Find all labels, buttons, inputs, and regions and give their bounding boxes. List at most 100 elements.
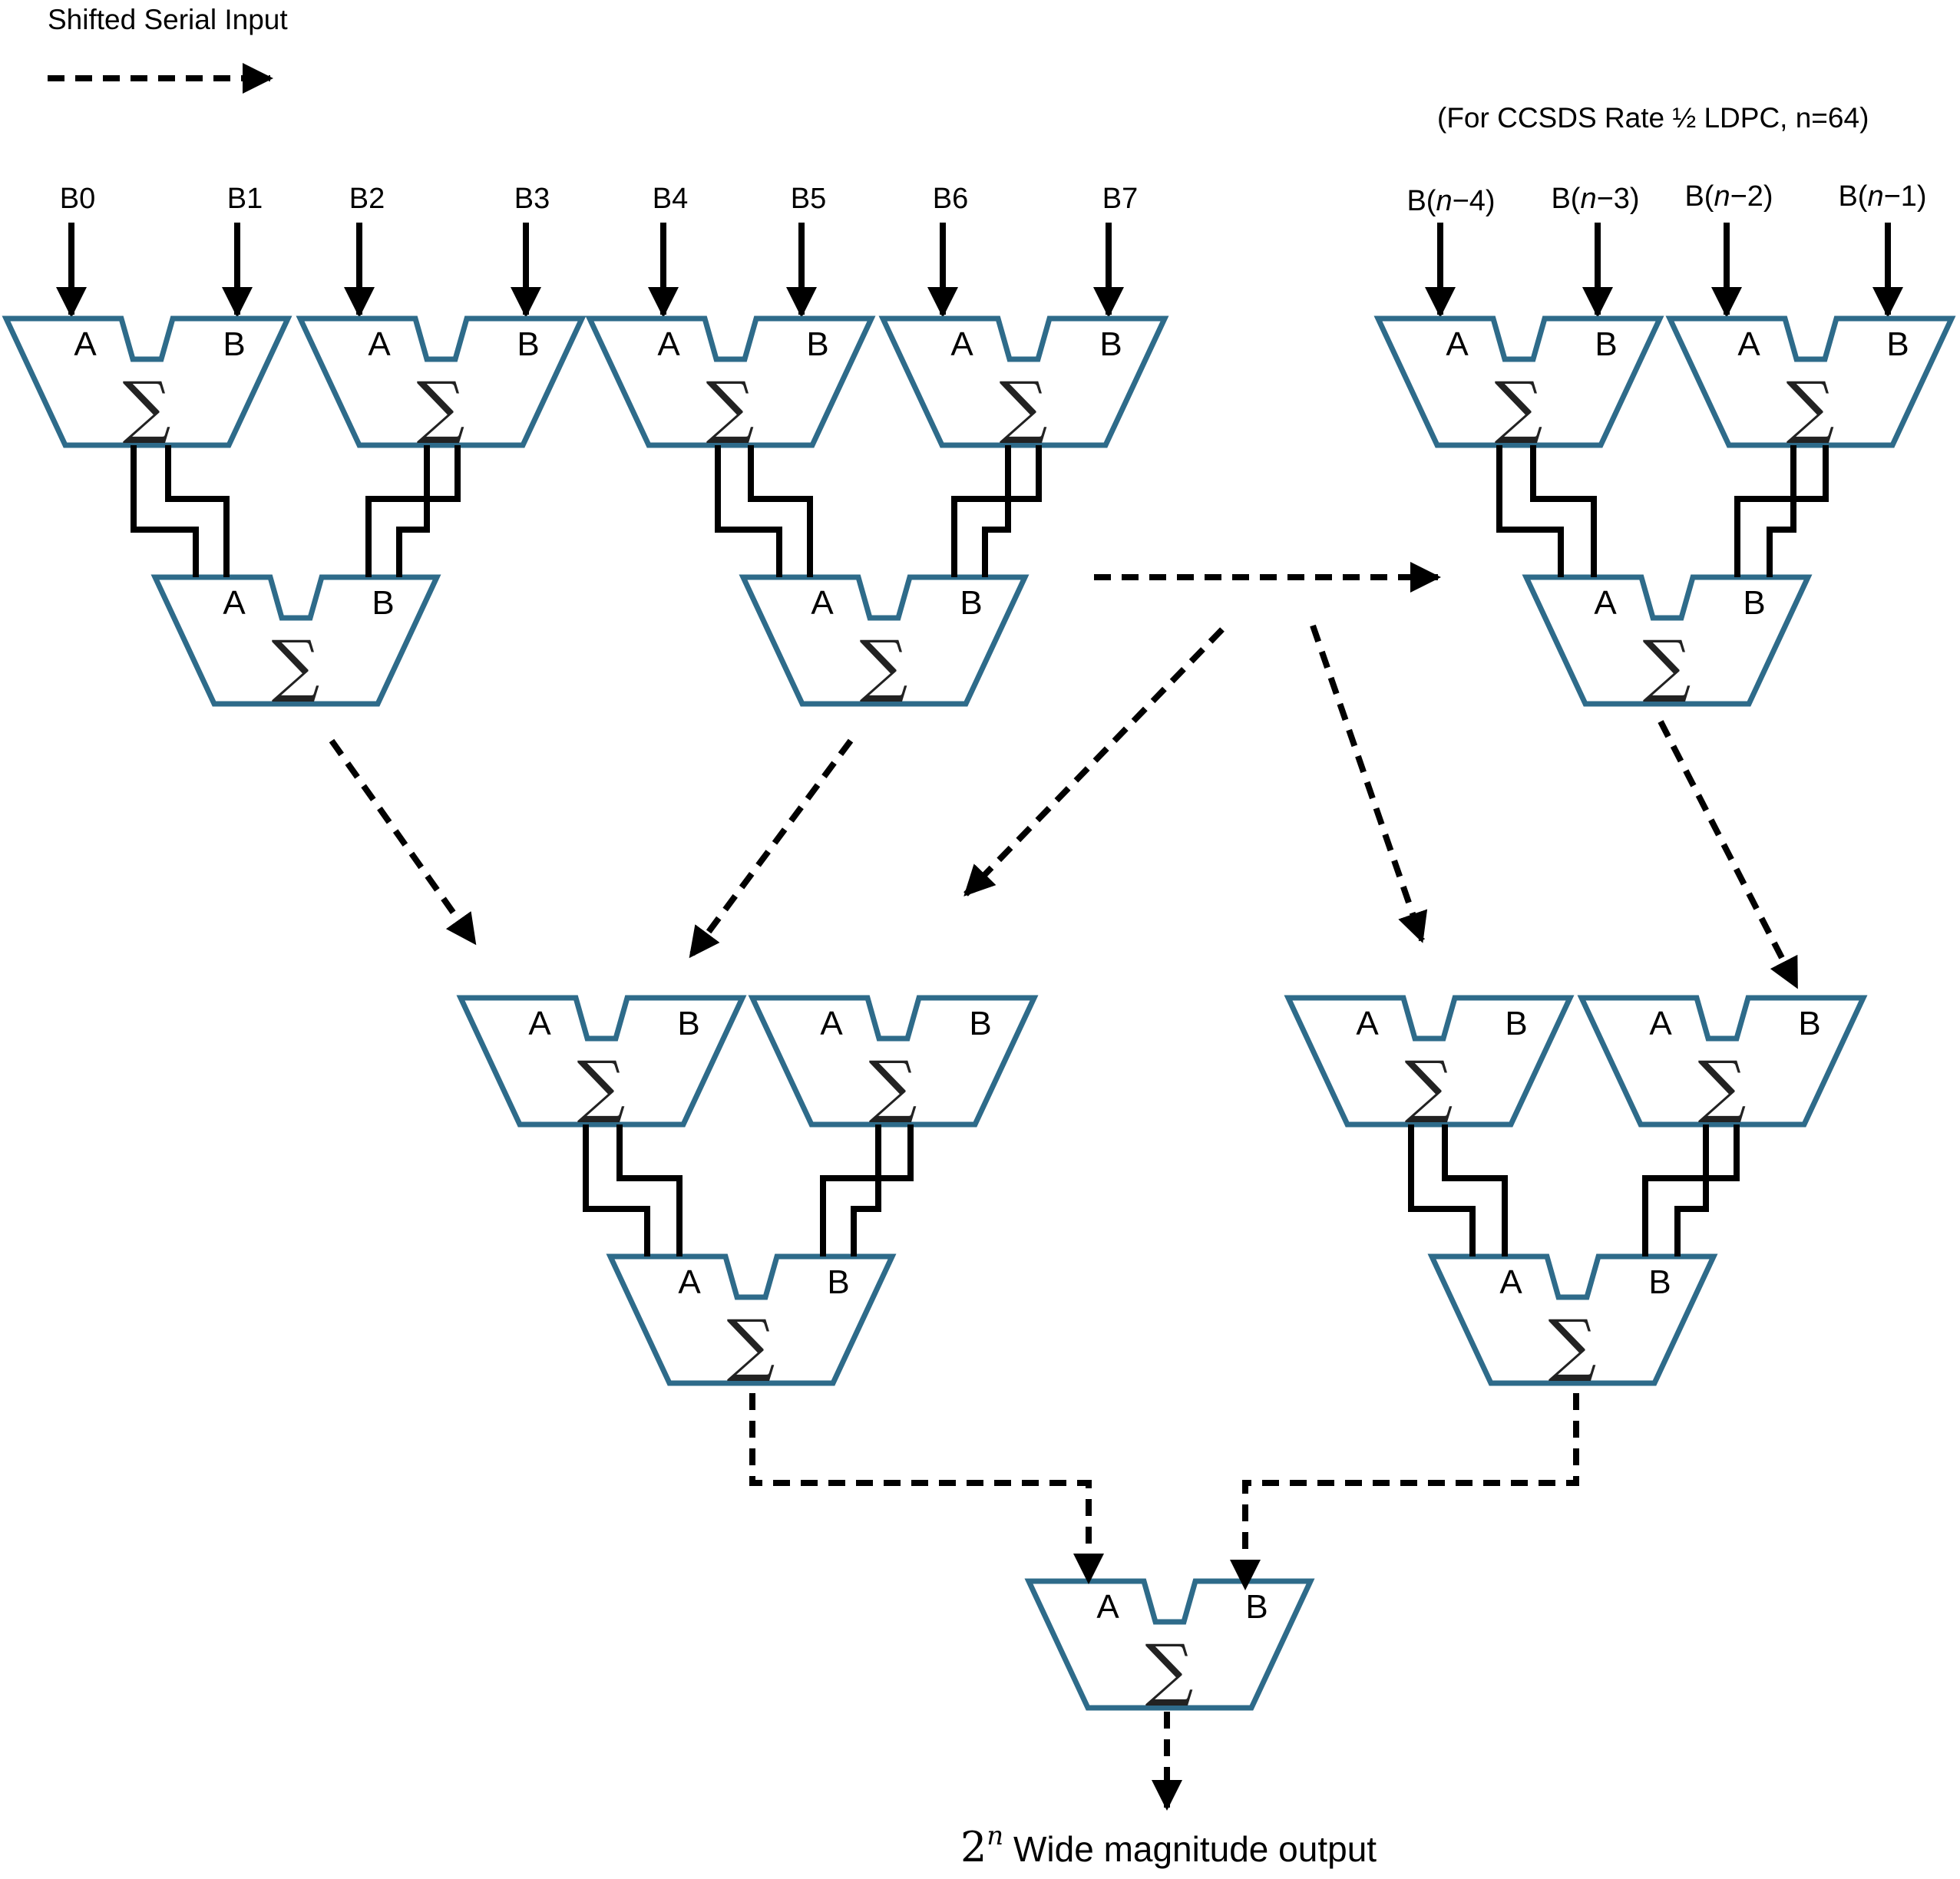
bus-line — [1496, 445, 1564, 577]
adder-port-b-label: B — [1798, 1005, 1820, 1042]
adder-port-b-label: B — [827, 1263, 849, 1301]
adder-outline — [1577, 995, 1868, 1128]
adder-port-a-label: A — [528, 1005, 551, 1042]
adder-sum-symbol: ∑ — [1000, 367, 1048, 446]
adder-sum-symbol: ∑ — [869, 1046, 917, 1125]
serial-arrow — [1310, 624, 1428, 943]
bus-line — [748, 445, 813, 577]
adder-port-b-label: B — [960, 584, 982, 622]
adder-port-b-label: B — [677, 1005, 699, 1042]
adder-port-a-label: A — [1737, 325, 1760, 363]
adder-outline — [2, 315, 293, 448]
bus-line — [982, 445, 1011, 577]
adder-port-b-label: B — [1505, 1005, 1527, 1042]
bus-line — [616, 1124, 683, 1257]
adder-outline — [585, 315, 876, 448]
adder-outline — [150, 574, 441, 707]
bus-line — [951, 445, 1042, 577]
adder-outline — [1665, 315, 1956, 448]
ccsds-note: (For CCSDS Rate ½ LDPC, n=64) — [1437, 102, 1869, 134]
input-label-b3: B3 — [514, 183, 550, 215]
bus-line — [165, 445, 230, 577]
adder-port-a-label: A — [820, 1005, 843, 1042]
adder-port-a-label: A — [657, 325, 680, 363]
adder-port-b-label: B — [969, 1005, 991, 1042]
adder-sum-symbol: ∑ — [706, 367, 755, 446]
adder-port-a-label: A — [1446, 325, 1469, 363]
legend-label: Shifted Serial Input — [48, 4, 288, 35]
bus-line — [583, 1124, 650, 1257]
input-label-b6: B6 — [933, 183, 968, 215]
adder-block: A B ∑ — [1284, 995, 1575, 1128]
input-label-b2: B2 — [349, 183, 385, 215]
input-label-b4: B4 — [653, 183, 688, 215]
input-arrows — [56, 223, 1903, 318]
adder-port-a-label: A — [678, 1263, 701, 1301]
adder-block: A B ∑ — [606, 1253, 897, 1386]
adder-outline — [1024, 1578, 1315, 1711]
input-label-b-n-minus-4: B(n−4) — [1406, 185, 1495, 217]
adder-outline — [296, 315, 587, 448]
bus-line — [365, 445, 461, 577]
adder-port-b-label: B — [1245, 1588, 1268, 1626]
serial-arrow — [749, 1393, 1104, 1584]
adder-sum-symbol: ∑ — [1643, 626, 1691, 705]
adder-block: A B ∑ — [1373, 315, 1664, 448]
adder-port-a-label: A — [950, 325, 973, 363]
adder-port-a-label: A — [1594, 584, 1617, 622]
serial-arrow — [963, 627, 1225, 897]
bus-line — [1408, 1124, 1476, 1257]
adder-outline — [748, 995, 1039, 1128]
adder-block: A B ∑ — [1522, 574, 1813, 707]
adder-port-b-label: B — [223, 325, 245, 363]
bus-line — [1674, 1124, 1709, 1257]
adder-port-b-label: B — [372, 584, 394, 622]
input-label-b-n-minus-3: B(n−3) — [1551, 183, 1639, 215]
adder-port-b-label: B — [806, 325, 828, 363]
serial-arrows — [329, 562, 1800, 1811]
bus-line — [715, 445, 782, 577]
adder-port-a-label: A — [74, 325, 97, 363]
serial-arrow — [688, 738, 854, 959]
adder-outline — [456, 995, 747, 1128]
serial-arrow — [1658, 720, 1800, 989]
adder-port-a-label: A — [1649, 1005, 1672, 1042]
adder-sum-symbol: ∑ — [123, 367, 171, 446]
adder-port-b-label: B — [1595, 325, 1617, 363]
adder-outline — [878, 315, 1169, 448]
adder-port-b-label: B — [1743, 584, 1765, 622]
input-label-b7: B7 — [1102, 183, 1138, 215]
adder-outline — [606, 1253, 897, 1386]
double-buses — [131, 445, 1829, 1257]
adder-port-a-label: A — [1096, 1588, 1119, 1626]
adder-sum-symbol: ∑ — [1405, 1046, 1453, 1125]
input-label-b1: B1 — [227, 183, 263, 215]
adder-sum-symbol: ∑ — [1495, 367, 1543, 446]
adder-port-b-label: B — [1886, 325, 1909, 363]
adder-outline — [1522, 574, 1813, 707]
adder-block: A B ∑ — [748, 995, 1039, 1128]
adder-sum-symbol: ∑ — [1145, 1630, 1194, 1709]
output-label: 2n Wide magnitude output — [960, 1821, 1377, 1871]
bus-line — [820, 1124, 914, 1257]
adder-block: A B ∑ — [585, 315, 876, 448]
input-label-b-n-minus-2: B(n−2) — [1684, 180, 1773, 213]
adder-port-b-label: B — [517, 325, 539, 363]
adder-outline — [1284, 995, 1575, 1128]
bus-line — [851, 1124, 881, 1257]
adder-port-a-label: A — [1356, 1005, 1379, 1042]
serial-arrow — [329, 738, 478, 946]
adder-sum-symbol: ∑ — [727, 1305, 775, 1384]
adder-sum-symbol: ∑ — [1698, 1046, 1747, 1125]
input-label-b0: B0 — [60, 183, 95, 215]
adder-sum-symbol: ∑ — [860, 626, 908, 705]
input-label-b5: B5 — [791, 183, 826, 215]
